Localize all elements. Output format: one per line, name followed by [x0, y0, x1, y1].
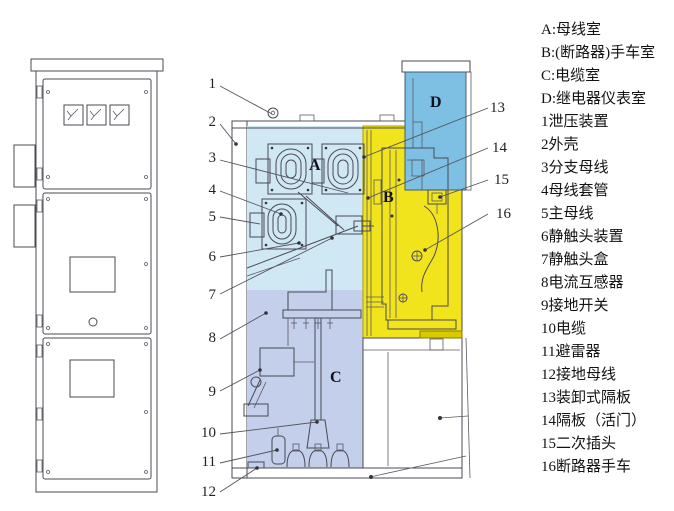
- legend-item: B:(断路器)手车室: [541, 45, 656, 61]
- meter-windows: [63, 104, 130, 126]
- callout-16: 16: [496, 206, 511, 222]
- callout-15: 15: [494, 172, 509, 188]
- cable-room-internals: [243, 269, 362, 469]
- legend-item: 3分支母线: [541, 160, 609, 176]
- region-label-d: D: [430, 94, 442, 111]
- circuit-breaker-handcart: [366, 130, 463, 339]
- legend-item: C:电缆室: [541, 68, 601, 84]
- cabinet-base: [231, 467, 463, 479]
- legend-item: 10电缆: [541, 321, 587, 337]
- busbar-bushings: [246, 143, 374, 277]
- callout-9: 9: [208, 384, 217, 400]
- shutter-partition: [373, 179, 382, 205]
- legend-item: 14隔板（活门）: [541, 413, 647, 429]
- region-label-c: C: [330, 369, 342, 386]
- callout-2: 2: [208, 114, 217, 130]
- legend-item: 15二次插头: [541, 436, 617, 452]
- side-bushing-blocks: [13, 144, 36, 248]
- lower-rear-compartment: [362, 337, 463, 469]
- callout-11: 11: [201, 454, 216, 470]
- lifting-eye: [267, 107, 279, 119]
- legend-item: 13装卸式隔板: [541, 390, 632, 406]
- door-hinges: [36, 85, 43, 473]
- legend-item: D:继电器仪表室: [541, 91, 647, 107]
- legend-item: 5主母线: [541, 206, 594, 222]
- legend-item: 7静触头盒: [541, 252, 609, 268]
- lower-rear-details: [363, 338, 469, 479]
- current-transformer-bar: [282, 309, 362, 319]
- legend-item: 12接地母线: [541, 367, 617, 383]
- legend-item: 11避雷器: [541, 344, 601, 360]
- earthing-switch: [243, 347, 295, 417]
- legend-item: A:母线室: [541, 22, 602, 38]
- callout-10: 10: [201, 425, 216, 441]
- front-view-cabinet: [13, 58, 164, 493]
- callout-8: 8: [208, 330, 217, 346]
- leader-lines: [219, 85, 489, 493]
- callout-1: 1: [208, 76, 217, 92]
- legend-item: 1泄压装置: [541, 114, 609, 130]
- static-contact-box: [335, 215, 363, 235]
- inspection-window-bottom: [69, 359, 115, 398]
- section-view: [231, 60, 472, 479]
- legend-item: 16断路器手车: [541, 459, 632, 475]
- callout-14: 14: [492, 140, 507, 156]
- callout-3: 3: [208, 150, 217, 166]
- legend: A:母线室 B:(断路器)手车室 C:电缆室 D:继电器仪表室 1泄压装置 2外…: [541, 19, 674, 479]
- lightning-arrester: [271, 435, 286, 465]
- region-label-b: B: [383, 189, 394, 206]
- cable-room-region: [247, 290, 363, 468]
- legend-item: 9接地开关: [541, 298, 609, 314]
- cable-terminations: [286, 443, 350, 468]
- legend-item: 8电流互感器: [541, 275, 624, 291]
- callout-4: 4: [208, 182, 217, 198]
- callout-5: 5: [208, 209, 217, 225]
- callout-12: 12: [201, 484, 216, 500]
- region-label-a: A: [309, 157, 321, 174]
- cable: [306, 318, 330, 449]
- callout-6: 6: [208, 249, 217, 265]
- callout-13: 13: [490, 100, 505, 116]
- legend-item: 4母线套管: [541, 183, 609, 199]
- callout-7: 7: [208, 287, 217, 303]
- inspection-window-middle: [69, 256, 116, 293]
- enclosure-wall: [231, 120, 248, 479]
- legend-item: 2外壳: [541, 137, 579, 153]
- legend-item: 6静触头装置: [541, 229, 624, 245]
